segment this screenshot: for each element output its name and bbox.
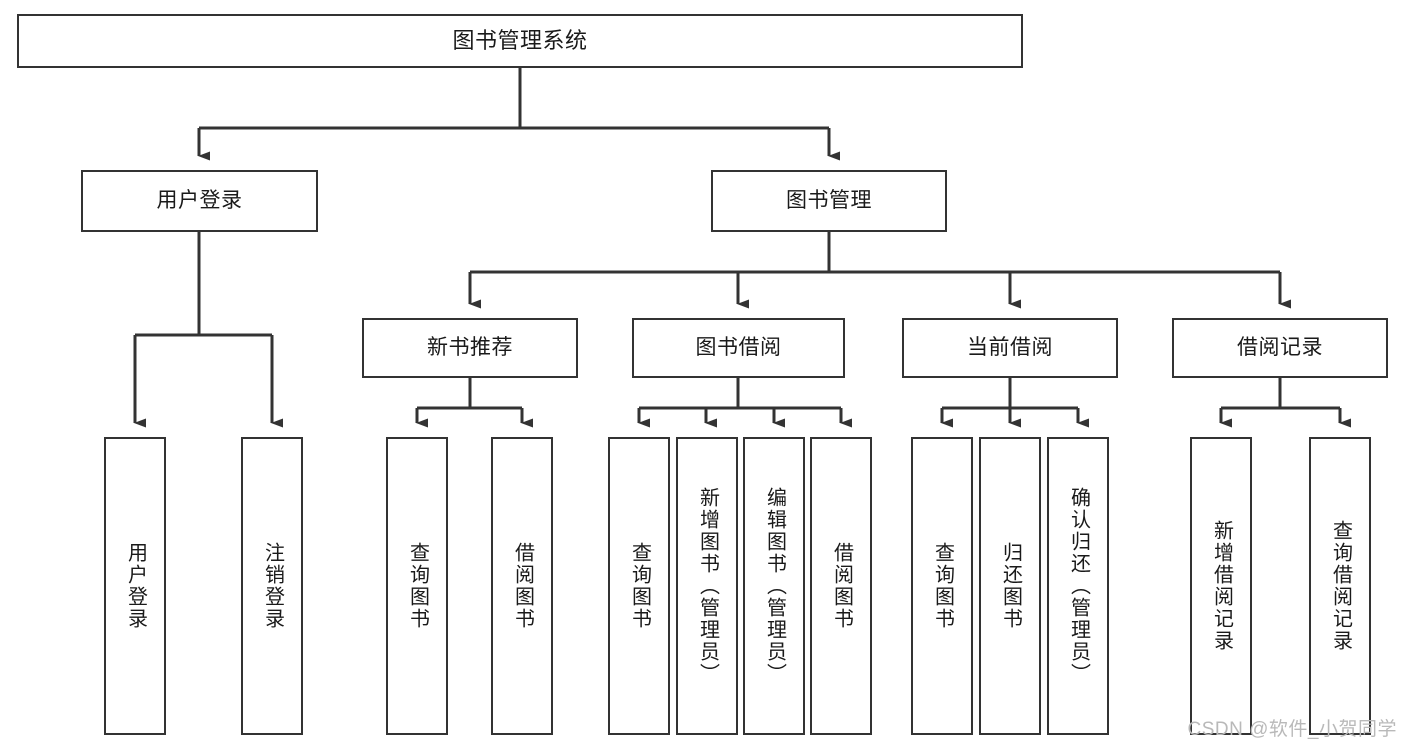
node-book-management[interactable]: 图书管理: [711, 170, 947, 232]
leaf-book-borrow-borrow-book[interactable]: 借阅图书: [810, 437, 872, 735]
node-borrow-record[interactable]: 借阅记录: [1172, 318, 1388, 378]
leaf-book-borrow-edit-book-admin[interactable]: 编辑图书（管理员）: [743, 437, 805, 735]
leaf-current-borrow-query-book[interactable]: 查询图书: [911, 437, 973, 735]
node-new-book-recommend[interactable]: 新书推荐: [362, 318, 578, 378]
leaf-new-book-borrow-book[interactable]: 借阅图书: [491, 437, 553, 735]
leaf-book-borrow-add-book-admin[interactable]: 新增图书（管理员）: [676, 437, 738, 735]
leaf-borrow-record-add-record[interactable]: 新增借阅记录: [1190, 437, 1252, 735]
leaf-user-login-logout[interactable]: 注销登录: [241, 437, 303, 735]
node-user-login[interactable]: 用户登录: [81, 170, 318, 232]
node-book-borrow[interactable]: 图书借阅: [632, 318, 845, 378]
node-current-borrow[interactable]: 当前借阅: [902, 318, 1118, 378]
leaf-user-login-login[interactable]: 用户登录: [104, 437, 166, 735]
leaf-borrow-record-query-record[interactable]: 查询借阅记录: [1309, 437, 1371, 735]
leaf-current-borrow-return-book[interactable]: 归还图书: [979, 437, 1041, 735]
leaf-book-borrow-query-book[interactable]: 查询图书: [608, 437, 670, 735]
leaf-new-book-query-book[interactable]: 查询图书: [386, 437, 448, 735]
node-root-system[interactable]: 图书管理系统: [17, 14, 1023, 68]
leaf-current-borrow-confirm-return-admin[interactable]: 确认归还（管理员）: [1047, 437, 1109, 735]
watermark-text: CSDN @软件_小贺同学: [1187, 719, 1397, 740]
